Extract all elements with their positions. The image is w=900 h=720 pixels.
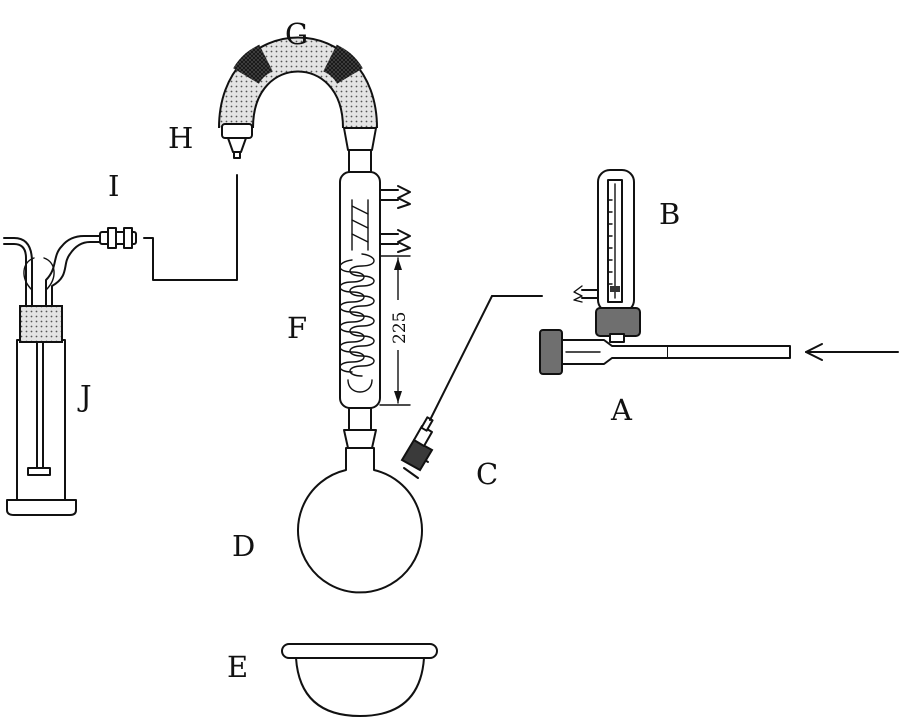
label-d: D [232,529,255,563]
label-h: H [168,121,193,155]
label-i: I [108,169,119,203]
outlet-nozzle-h [221,123,253,159]
label-j: J [77,379,92,413]
inlet-adapter-c [400,295,543,472]
label-c: C [476,457,498,491]
gas-washing-bottle-j [3,227,137,516]
dimension-label: 225 [390,312,410,344]
flowmeter-b [573,169,641,337]
label-e: E [227,650,248,684]
valve-a [539,329,791,375]
label-f: F [287,311,307,345]
label-g: G [285,17,308,51]
dimension-line [379,255,411,406]
round-bottom-flask-d [297,447,429,594]
condenser-f [339,127,411,449]
label-a: A [610,393,633,427]
label-b: B [659,197,680,231]
rubber-tube-g [218,36,378,130]
heating-bath-e [281,643,438,717]
connecting-line-i [143,174,238,281]
arrow-left-icon [805,343,899,361]
